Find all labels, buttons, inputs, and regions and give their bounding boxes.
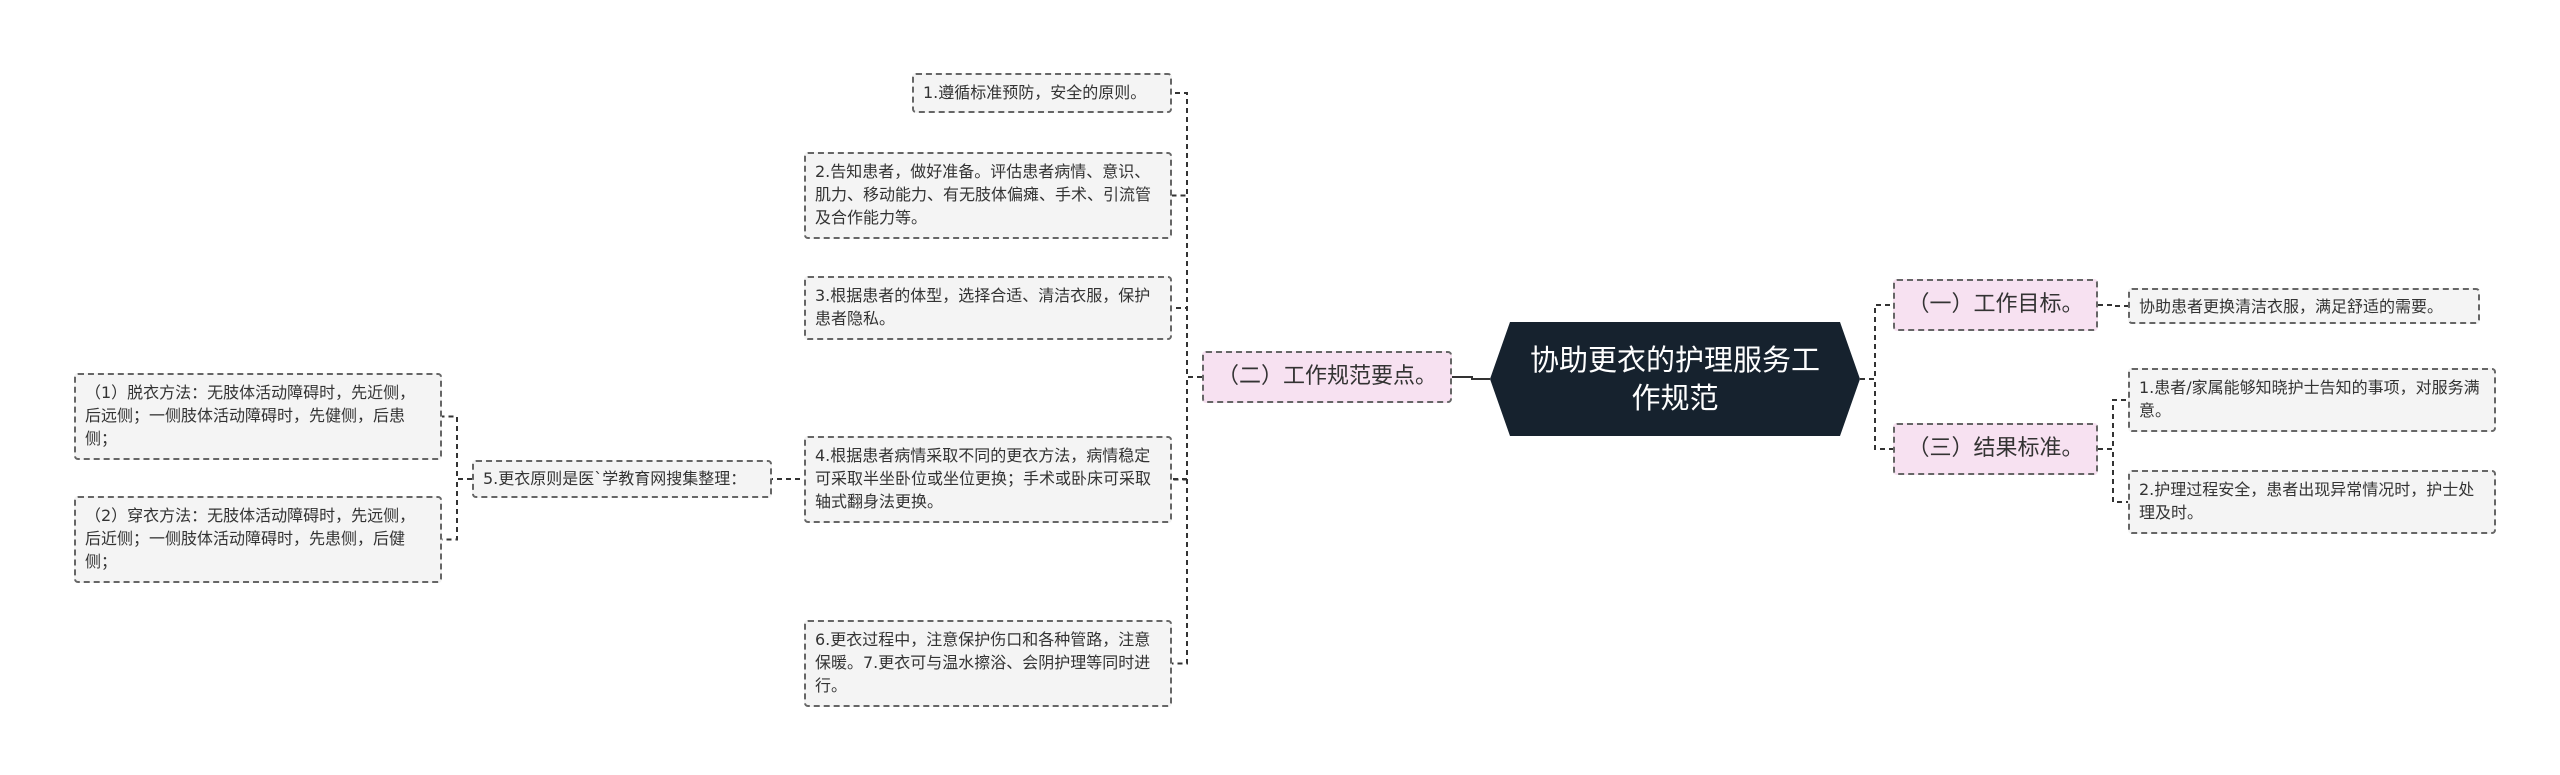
connector-n-goal [1860,304,1893,380]
connector-n-result-1 [2098,448,2128,503]
connector-n-result [1860,378,1893,450]
connector-n-s0 [442,415,472,480]
root-topic[interactable]: 协助更衣的护理服务工作规范 [1490,322,1860,436]
connector-n-p0 [1172,92,1202,378]
branch-work-points[interactable]: （二）工作规范要点。 [1202,351,1452,403]
connector-n-s1 [442,478,472,541]
leaf-goal-1[interactable]: 协助患者更换清洁衣服，满足舒适的需要。 [2128,288,2480,324]
connector-n-points [1452,376,1490,380]
leaf-undress-method[interactable]: （1）脱衣方法：无肢体活动障碍时，先近侧，后远侧；一侧肢体活动障碍时，先健侧，后… [74,373,442,460]
connector-n-goal-0 [2098,304,2128,307]
leaf-dress-method[interactable]: （2）穿衣方法：无肢体活动障碍时，先远侧，后近侧；一侧肢体活动障碍时，先患侧，后… [74,496,442,583]
branch-work-goal[interactable]: （一）工作目标。 [1893,279,2098,331]
branch-label: （二）工作规范要点。 [1216,364,1437,389]
branch-result-standard[interactable]: （三）结果标准。 [1893,423,2098,475]
leaf-result-2[interactable]: 2.护理过程安全，患者出现异常情况时，护士处理及时。 [2128,470,2496,534]
leaf-point-4[interactable]: 4.根据患者病情采取不同的更衣方法，病情稳定可采取半坐卧位或坐位更换；手术或卧床… [804,436,1172,523]
connector-n-p2 [1172,307,1202,378]
connector-n-result-0 [2098,399,2128,450]
branch-label: （三）结果标准。 [1907,436,2084,461]
branch-label: （一）工作目标。 [1907,292,2084,317]
leaf-result-1[interactable]: 1.患者/家属能够知晓护士告知的事项，对服务满意。 [2128,368,2496,432]
leaf-point-1[interactable]: 1.遵循标准预防，安全的原则。 [912,73,1172,113]
connector-n-p5 [1172,376,1202,665]
leaf-point-2[interactable]: 2.告知患者，做好准备。评估患者病情、意识、肌力、移动能力、有无肢体偏瘫、手术、… [804,152,1172,239]
leaf-point-6[interactable]: 6.更衣过程中，注意保护伤口和各种管路，注意保暖。7.更衣可与温水擦浴、会阴护理… [804,620,1172,707]
leaf-point-3[interactable]: 3.根据患者的体型，选择合适、清洁衣服，保护患者隐私。 [804,276,1172,340]
connector-n-p1 [1172,194,1202,378]
leaf-point-5[interactable]: 5.更衣原则是医`学教育网搜集整理： [472,460,772,498]
root-title: 协助更衣的护理服务工作规范 [1529,343,1820,415]
connector-n-p3 [1172,376,1202,481]
